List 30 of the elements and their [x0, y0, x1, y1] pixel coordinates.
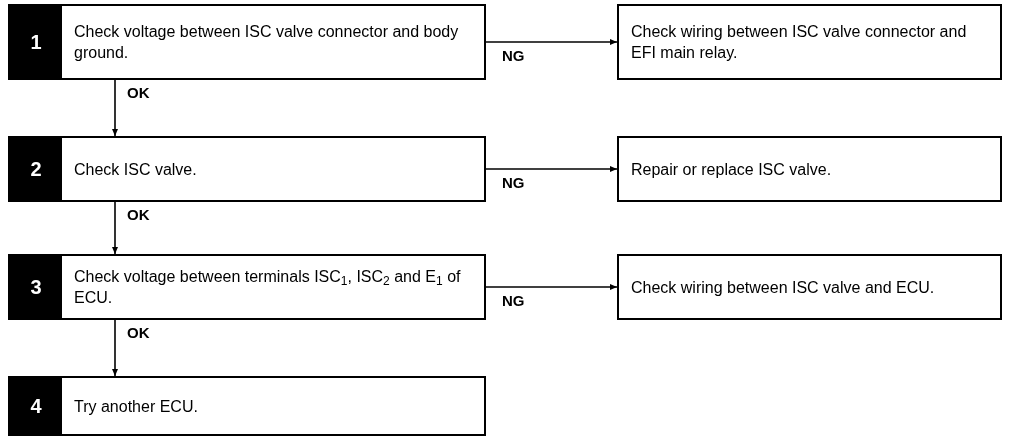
arrow	[485, 166, 618, 172]
arrow	[112, 319, 118, 377]
step-number-tab: 2	[10, 138, 62, 200]
step-box	[617, 254, 1002, 320]
step-number-tab: 3	[10, 256, 62, 318]
step-number-tab: 4	[10, 378, 62, 434]
step-box	[617, 136, 1002, 202]
step-box	[8, 254, 486, 320]
step-box	[8, 376, 486, 436]
edge-label: NG	[500, 293, 527, 308]
step-text: Repair or replace ISC valve.	[631, 159, 832, 180]
step-box	[8, 136, 486, 202]
step-box	[8, 4, 486, 80]
arrow	[485, 39, 618, 45]
edge-label: NG	[500, 175, 527, 190]
edge-label: OK	[125, 85, 152, 100]
arrow	[112, 201, 118, 255]
arrow	[485, 284, 618, 290]
edge-label: NG	[500, 48, 527, 63]
step-text: Check voltage between terminals ISC$_{1}$, ISC$_{2}$ and E$_{1}$ of ECU.	[74, 267, 462, 308]
edge-label: OK	[125, 207, 152, 222]
step-text: Check wiring between ISC valve and ECU.	[631, 277, 935, 298]
step-text: Check voltage between ISC valve connector and body ground.	[74, 22, 460, 63]
step-text: Check wiring between ISC valve connector and EFI main relay.	[631, 22, 968, 63]
arrow	[112, 79, 118, 137]
step-text: Try another ECU.	[74, 396, 198, 417]
step-box	[617, 4, 1002, 80]
step-text: Check ISC valve.	[74, 159, 197, 180]
step-number-tab: 1	[10, 6, 62, 78]
edge-label: OK	[125, 325, 152, 340]
